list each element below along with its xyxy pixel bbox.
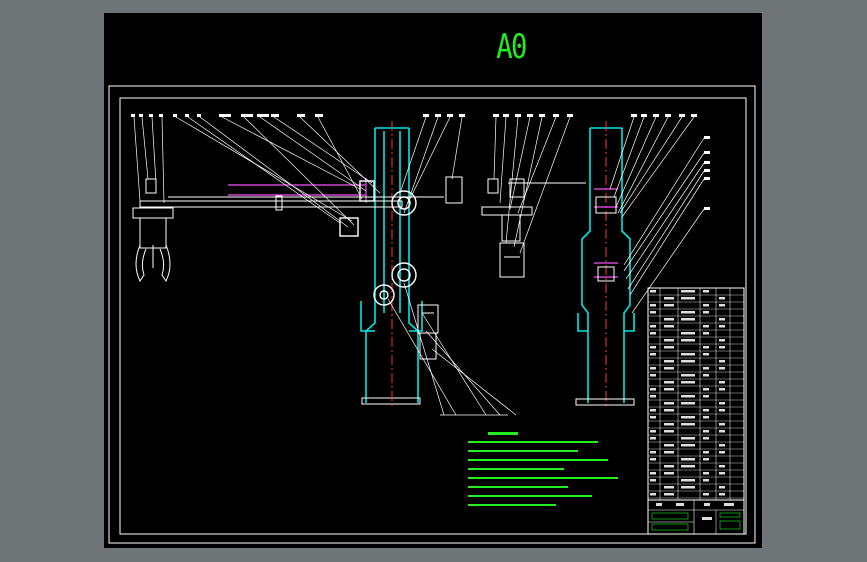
pulleys — [339, 180, 417, 306]
gripper-assembly — [132, 178, 174, 282]
front-view — [131, 114, 517, 416]
outer-frame — [108, 85, 756, 544]
parts-list-table — [647, 287, 745, 501]
inner-border — [119, 97, 747, 535]
cad-drawing-sheet: A0 — [104, 13, 762, 548]
leader-lines-top — [133, 116, 463, 228]
title-block — [647, 499, 745, 535]
drive-motor — [417, 304, 439, 360]
part-number-marks — [131, 114, 465, 117]
side-view-gripper — [481, 114, 586, 278]
side-view-column — [575, 114, 710, 407]
arm-guide — [228, 178, 367, 203]
leader-lines-bottom — [387, 282, 517, 416]
horizontal-arm — [139, 176, 463, 211]
technical-notes — [468, 432, 618, 506]
column-base — [361, 397, 421, 405]
sheet-size-label: A0 — [496, 27, 527, 67]
cad-drawing-canvas — [108, 85, 756, 544]
